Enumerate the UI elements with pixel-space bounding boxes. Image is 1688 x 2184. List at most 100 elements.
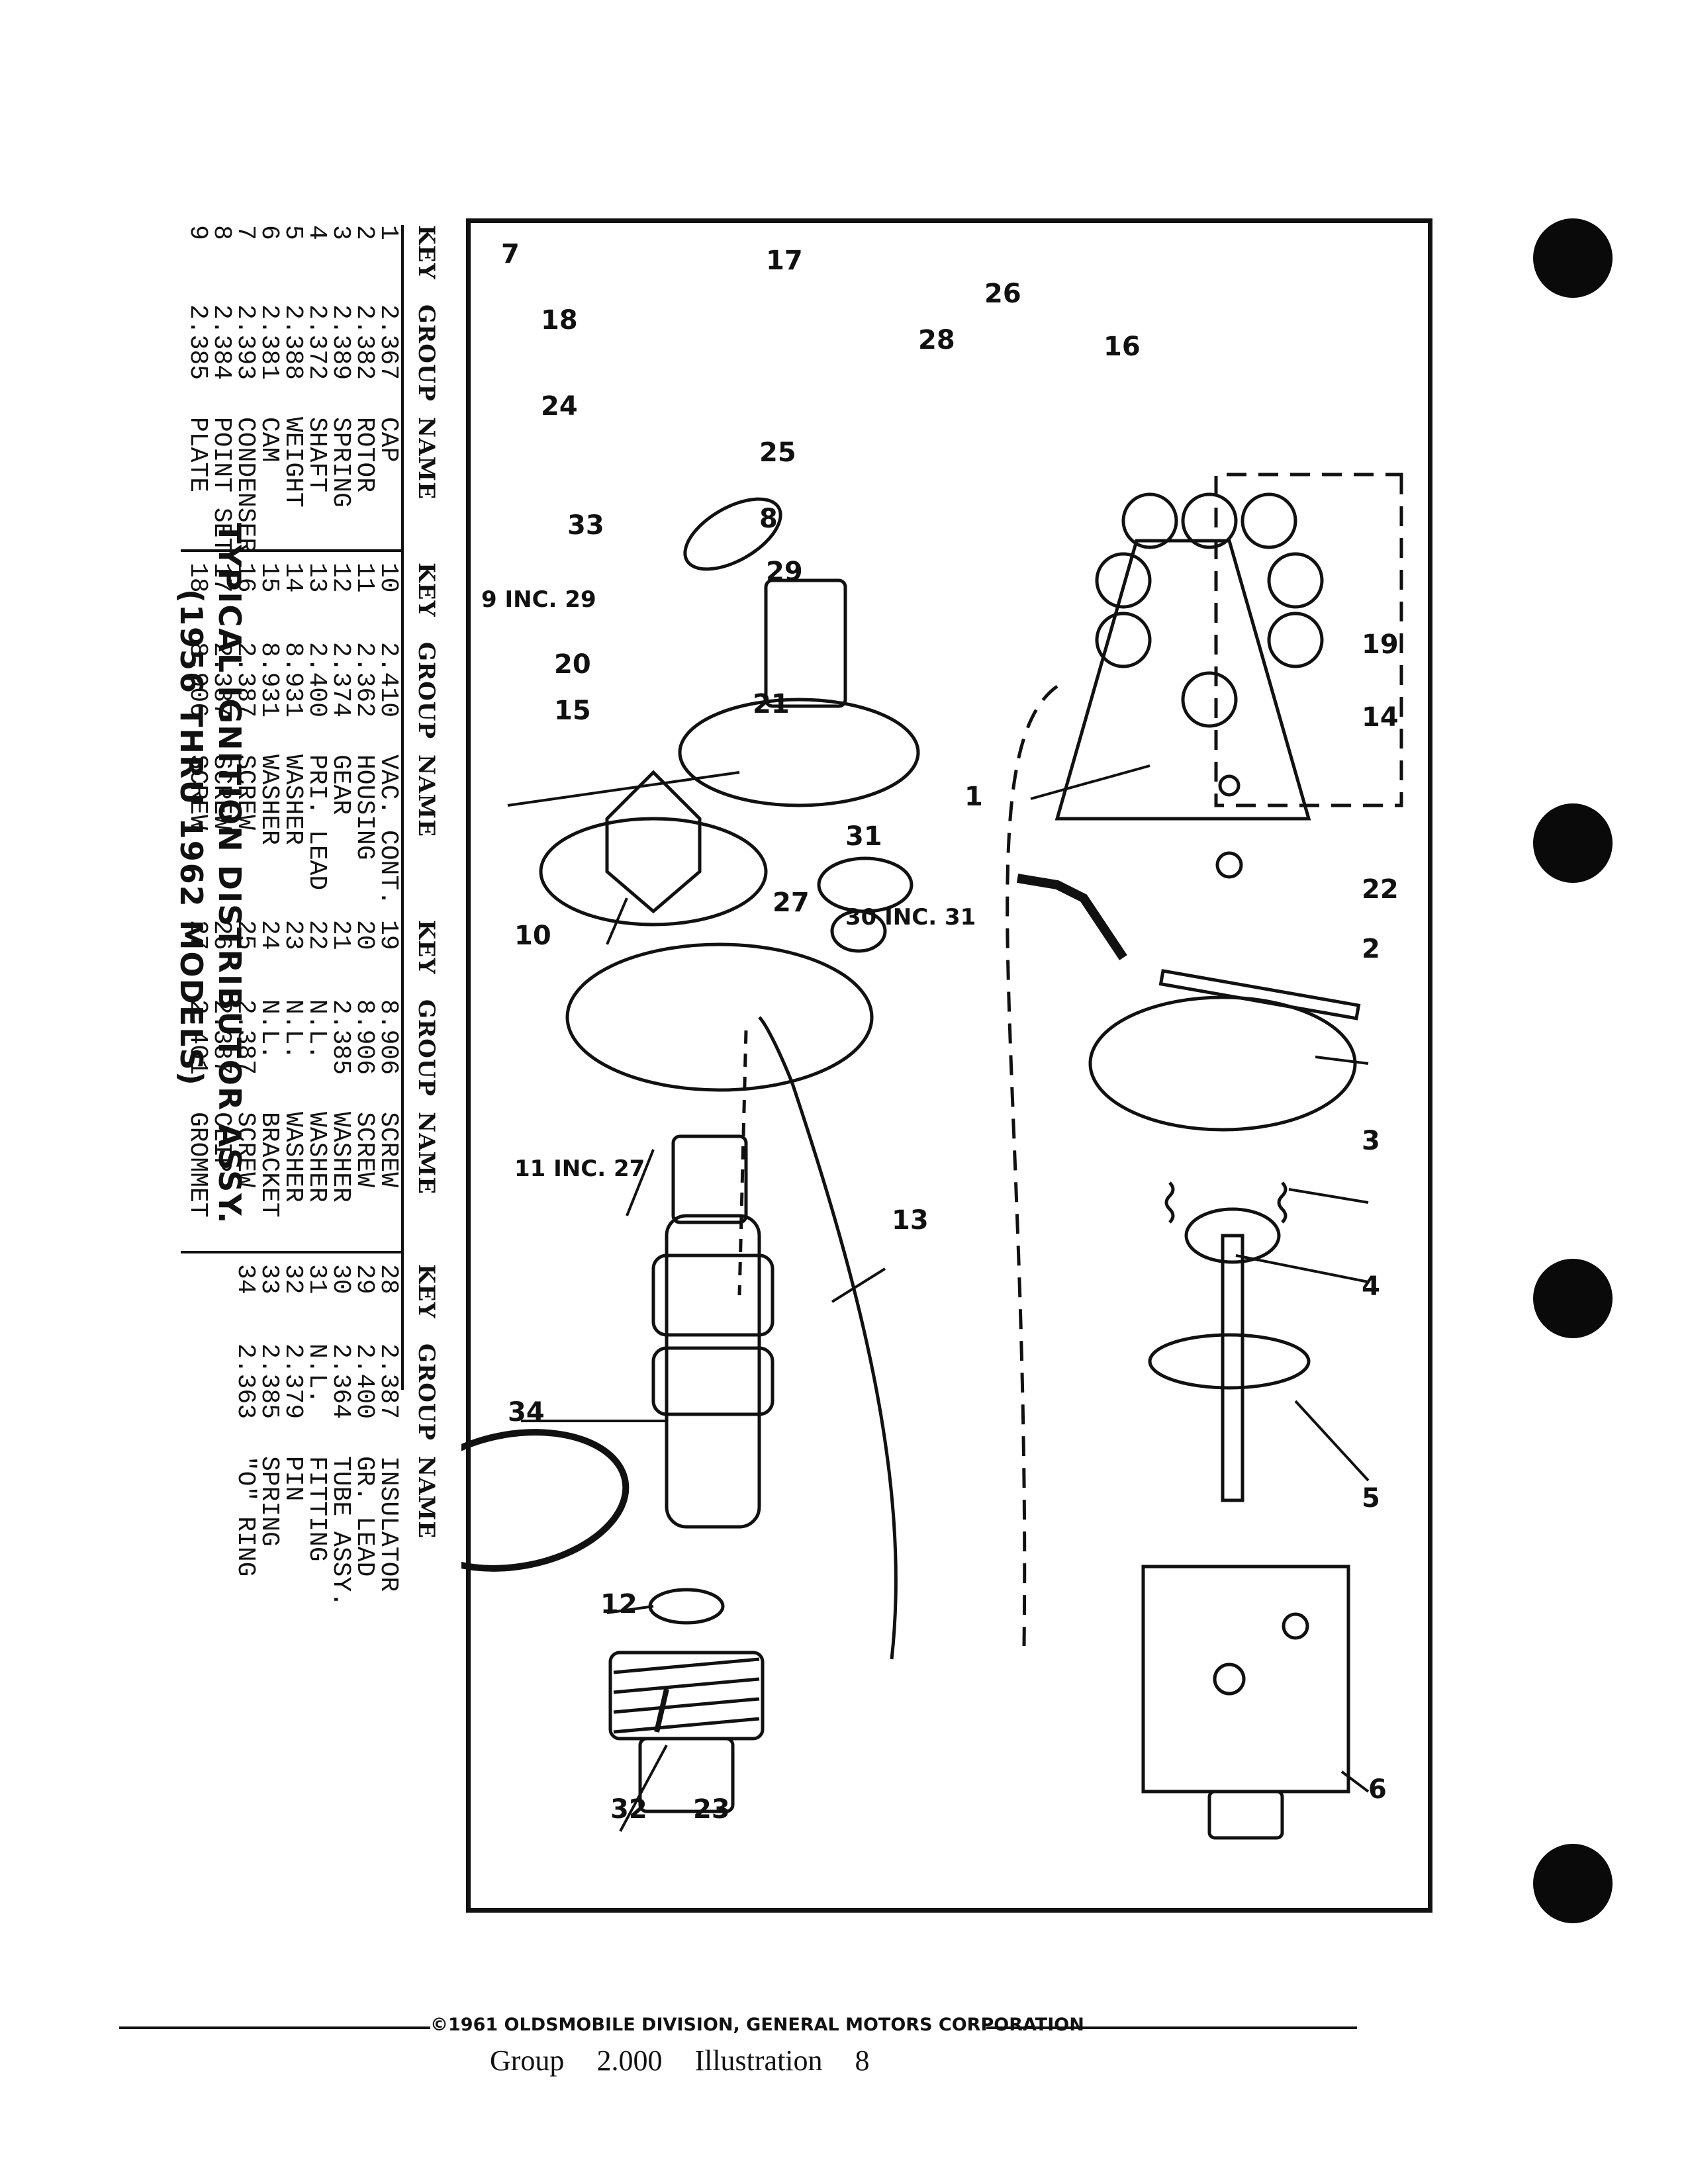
title-line-2: (1956 THRU 1962 MODELS) — [173, 589, 209, 1087]
header-name: NAME — [413, 417, 440, 500]
part-group: 2.364 — [326, 1343, 355, 1420]
header-name: NAME — [413, 754, 440, 838]
point-set-drawing — [764, 578, 847, 708]
vacuum-control-drawing — [539, 817, 768, 927]
header-key: KEY — [413, 920, 440, 975]
part-key: 1 — [374, 225, 402, 240]
weight-plate-drawing — [1148, 1333, 1311, 1390]
part-name: WASHER — [326, 1112, 355, 1203]
header-key: KEY — [413, 1264, 440, 1319]
part-key: 2 — [350, 225, 379, 240]
condenser-drawing — [683, 497, 782, 571]
part-group: 8.931 — [255, 642, 283, 718]
part-key: 21 — [326, 920, 355, 950]
part-key: 4 — [303, 225, 331, 240]
figure-title: TYPICAL IGNITION DISTRIBUTOR ASSY. (1956… — [128, 218, 248, 1913]
part-name: CAM — [255, 417, 283, 463]
callout-10: 10 — [514, 921, 551, 951]
callout-22: 22 — [1362, 874, 1399, 905]
punch-hole-4 — [1533, 1844, 1613, 1923]
part-key: 5 — [279, 225, 307, 240]
part-key: 24 — [255, 920, 283, 950]
part-key: 11 — [350, 563, 379, 593]
part-group: 2.389 — [326, 304, 355, 381]
part-group: 2.387 — [374, 1343, 402, 1420]
part-name: FITTING — [303, 1456, 331, 1562]
part-key: 19 — [374, 920, 402, 950]
part-group: 2.367 — [374, 304, 402, 381]
part-group: 2.379 — [279, 1343, 307, 1420]
part-name: VAC. CONT. — [374, 754, 402, 906]
callout-8: 8 — [759, 504, 778, 534]
part-group: 2.385 — [255, 1343, 283, 1420]
callout-20: 20 — [554, 649, 591, 680]
part-name: SPRING — [326, 417, 355, 508]
part-group: 8.906 — [350, 999, 379, 1075]
copyright-notice: ©1961 OLDSMOBILE DIVISION, GENERAL MOTOR… — [430, 2015, 1084, 2035]
callout-34: 34 — [508, 1397, 545, 1428]
part-key: 3 — [326, 225, 355, 240]
callout-14: 14 — [1362, 702, 1399, 733]
callout-19: 19 — [1362, 629, 1399, 660]
housing-drawing — [665, 1214, 761, 1529]
part-group: N.L. — [303, 1343, 331, 1404]
header-group: GROUP — [413, 1343, 440, 1441]
part-name: BRACKET — [255, 1112, 283, 1218]
callout-17: 17 — [766, 246, 803, 276]
part-key: 13 — [303, 563, 331, 593]
part-name: HOUSING — [350, 754, 379, 860]
page-reference: Group 2.000 Illustration 8 — [490, 2044, 1019, 2077]
part-name: PRI. LEAD — [303, 754, 331, 891]
felt-washer-drawing — [817, 856, 914, 913]
part-key: 32 — [279, 1264, 307, 1295]
part-key: 14 — [279, 563, 307, 593]
header-group: GROUP — [413, 999, 440, 1097]
footer-rule-left — [119, 2026, 430, 2029]
part-group: 2.400 — [350, 1343, 379, 1420]
callout-31: 31 — [845, 821, 882, 852]
callout-33: 33 — [567, 510, 604, 541]
part-name: WASHER — [279, 1112, 307, 1203]
part-group: N.L. — [303, 999, 331, 1060]
punch-hole-1 — [1533, 218, 1613, 298]
part-group: 2.362 — [350, 642, 379, 718]
part-group: 2.382 — [350, 304, 379, 381]
part-name: GEAR — [326, 754, 355, 815]
callout-12: 12 — [600, 1589, 637, 1619]
title-line-1: TYPICAL IGNITION DISTRIBUTOR ASSY. — [212, 523, 248, 1225]
part-key: 20 — [350, 920, 379, 950]
washer-23-drawing — [648, 1588, 725, 1625]
part-key: 29 — [350, 1264, 379, 1295]
callout-6: 6 — [1368, 1774, 1387, 1805]
header-name: NAME — [413, 1456, 440, 1539]
callout-21: 21 — [753, 689, 790, 719]
part-name: CAP — [374, 417, 402, 463]
callout-29: 29 — [766, 557, 803, 587]
part-key: 23 — [279, 920, 307, 950]
callout-28: 28 — [918, 325, 955, 355]
callout-7: 7 — [501, 239, 520, 269]
part-name: TUBE ASSY. — [326, 1456, 355, 1608]
part-group: 2.388 — [279, 304, 307, 381]
part-name: GR. LEAD — [350, 1456, 379, 1577]
part-name: WASHER — [303, 1112, 331, 1203]
part-key: 31 — [303, 1264, 331, 1295]
part-key: 33 — [255, 1264, 283, 1295]
callout-1: 1 — [964, 782, 983, 812]
part-group: 2.410 — [374, 642, 402, 718]
part-group: 2.372 — [303, 304, 331, 381]
footer-rule-right — [986, 2026, 1357, 2029]
shaft-drawing — [1221, 1234, 1244, 1502]
header-group: GROUP — [413, 304, 440, 402]
part-key: 12 — [326, 563, 355, 593]
part-name: WASHER — [279, 754, 307, 845]
illustration-value: 8 — [855, 2044, 870, 2077]
rotor-drawing — [1088, 995, 1357, 1132]
part-group: 2.381 — [255, 304, 283, 381]
callout-24: 24 — [541, 391, 578, 422]
callout-9: 9 INC. 29 — [481, 586, 596, 613]
header-name: NAME — [413, 1112, 440, 1195]
part-group: 2.385 — [326, 999, 355, 1075]
callout-15: 15 — [554, 696, 591, 726]
part-key: 10 — [374, 563, 402, 593]
